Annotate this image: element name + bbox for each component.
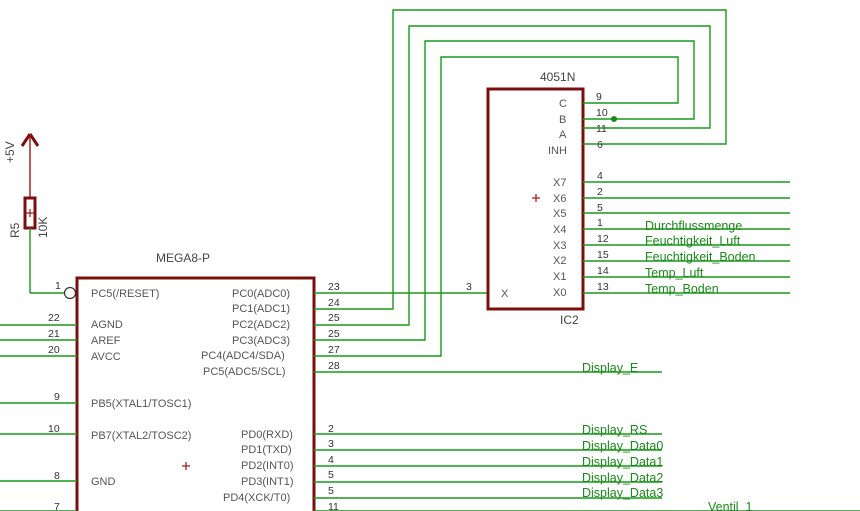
pin-number: 5 bbox=[597, 202, 603, 214]
net-label-display-data0: Display_Data0 bbox=[582, 439, 663, 453]
pin-number: 12 bbox=[597, 233, 609, 245]
pin-label: PC1(ADC1) bbox=[232, 303, 290, 315]
pin-label: PC2(ADC2) bbox=[232, 319, 290, 331]
mux-ref: IC2 bbox=[560, 313, 579, 327]
net-label-temp-luft: Temp_Luft bbox=[645, 266, 704, 280]
supply-label: +5V bbox=[3, 141, 17, 163]
pin-label: A bbox=[559, 129, 567, 141]
pin-number: 5 bbox=[328, 469, 334, 481]
resistor-ref: R5 bbox=[8, 222, 22, 238]
pin-number: 9 bbox=[54, 391, 60, 403]
pin-label: GND bbox=[91, 476, 116, 488]
pin-number: 15 bbox=[597, 249, 609, 261]
net-label-durchflussmenge: Durchflussmenge bbox=[645, 219, 742, 233]
pin-label: C bbox=[559, 98, 567, 110]
net-label-display-data1: Display_Data1 bbox=[582, 455, 663, 469]
pin-label: AGND bbox=[91, 319, 123, 331]
junction-dot bbox=[611, 116, 617, 122]
pin-label: X7 bbox=[553, 177, 566, 189]
pin-number: 5 bbox=[328, 485, 334, 497]
resistor-r5: R5 10K bbox=[8, 196, 50, 238]
pin-label: X3 bbox=[553, 240, 566, 252]
pin-number: 14 bbox=[597, 265, 609, 277]
pin-label: PD3(INT1) bbox=[241, 476, 294, 488]
pin-number: 4 bbox=[597, 170, 603, 182]
pin-label: INH bbox=[548, 145, 567, 157]
pin-number: 25 bbox=[328, 328, 340, 340]
pin-label: PB5(XTAL1/TOSC1) bbox=[91, 398, 191, 410]
reset-inversion-dot bbox=[63, 286, 77, 300]
pin-number: 2 bbox=[597, 186, 603, 198]
pin-number: 27 bbox=[328, 344, 340, 356]
pin-number: 3 bbox=[466, 281, 472, 293]
mux-4051-chip: 4051N IC2 3 X C 9 B 10 A 11 INH 6 X7 4 X… bbox=[466, 70, 790, 327]
pin-label: X2 bbox=[553, 255, 566, 267]
net-labels: Durchflussmenge Feuchtigkeit_Luft Feucht… bbox=[582, 219, 756, 511]
net-label-ventil-1: Ventil_1 bbox=[708, 500, 753, 511]
pin-number: 13 bbox=[597, 281, 609, 293]
pin-number: 9 bbox=[596, 91, 602, 103]
pin-number: 20 bbox=[48, 344, 60, 356]
pin-number: 28 bbox=[328, 360, 340, 372]
pin-label: PC5(/RESET) bbox=[91, 288, 159, 300]
pin-label: PB7(XTAL2/TOSC2) bbox=[91, 430, 191, 442]
supply-symbol: +5V bbox=[3, 133, 40, 198]
mega8-left-pins: 1 PC5(/RESET) 22 AGND 21 AREF 20 AVCC 9 … bbox=[0, 280, 191, 511]
pin-number: 6 bbox=[597, 139, 603, 151]
pin-number: 21 bbox=[48, 328, 60, 340]
pin-number: 2 bbox=[328, 423, 334, 435]
pin-number: 8 bbox=[54, 470, 60, 482]
pin-label: X5 bbox=[553, 208, 566, 220]
net-label-display-rs: Display_RS bbox=[582, 423, 647, 437]
pin-label: X1 bbox=[553, 271, 566, 283]
pin-number: 3 bbox=[328, 438, 334, 450]
net-label-feuchtigkeit-luft: Feuchtigkeit_Luft bbox=[645, 234, 741, 248]
pin-number: 1 bbox=[55, 280, 61, 292]
pin-number: 4 bbox=[328, 454, 334, 466]
pin-label: PD4(XCK/T0) bbox=[223, 492, 290, 504]
net-label-display-data2: Display_Data2 bbox=[582, 471, 663, 485]
pin-number: 11 bbox=[596, 123, 607, 135]
net-label-temp-boden: Temp_Boden bbox=[645, 282, 719, 296]
mega8-right-pins: PC0(ADC0) 23 PC1(ADC1) 24 PC2(ADC2) 25 P… bbox=[201, 281, 340, 511]
pin-label: PC4(ADC4/SDA) bbox=[201, 350, 285, 362]
pin-label: AREF bbox=[91, 335, 121, 347]
mux-name: 4051N bbox=[540, 70, 575, 84]
pin-label: X0 bbox=[553, 287, 566, 299]
pin-label: X6 bbox=[553, 193, 566, 205]
pin-label: AVCC bbox=[91, 351, 121, 363]
pin-label: X4 bbox=[553, 224, 566, 236]
net-label-display-data3: Display_Data3 bbox=[582, 486, 663, 500]
pin-label: PD0(RXD) bbox=[241, 429, 293, 441]
pin-number: 10 bbox=[48, 423, 60, 435]
pin-number: 22 bbox=[48, 312, 60, 324]
resistor-value: 10K bbox=[36, 217, 50, 238]
pin-number: 10 bbox=[596, 107, 608, 119]
pin-number: 23 bbox=[328, 281, 340, 293]
pin-label: PC0(ADC0) bbox=[232, 288, 290, 300]
wires bbox=[314, 9, 860, 511]
pin-label: PD1(TXD) bbox=[241, 444, 292, 456]
pin-number: 7 bbox=[54, 501, 60, 511]
net-label-feuchtigkeit-boden: Feuchtigkeit_Boden bbox=[645, 250, 756, 264]
pin-number: 24 bbox=[328, 297, 340, 309]
mega8-name: MEGA8-P bbox=[156, 251, 210, 265]
pin-label: PD2(INT0) bbox=[241, 460, 294, 472]
pin-label: PC5(ADC5/SCL) bbox=[203, 366, 286, 378]
pin-label: B bbox=[559, 114, 566, 126]
mega8-chip: MEGA8-P bbox=[63, 251, 316, 511]
pin-number: 11 bbox=[328, 501, 339, 511]
pin-number: 1 bbox=[597, 217, 603, 229]
net-label-display-e: Display_E bbox=[582, 361, 638, 375]
pin-label: PC3(ADC3) bbox=[232, 335, 290, 347]
pin-label: X bbox=[501, 288, 509, 300]
pin-number: 25 bbox=[328, 312, 340, 324]
